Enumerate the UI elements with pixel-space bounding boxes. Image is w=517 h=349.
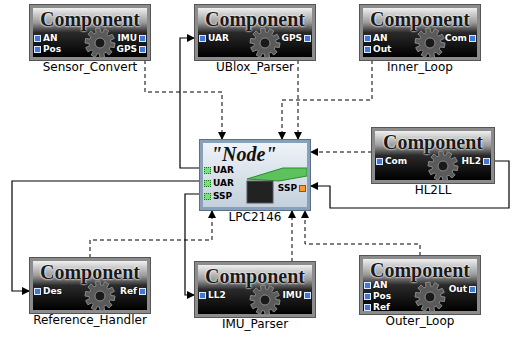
gear-outline [85,281,115,311]
component-title: Component [198,8,312,30]
component-box: ComponentInner_LoopANOutCom [360,5,480,60]
port-connector [12,181,200,291]
port-name: Out [449,284,467,295]
port-name: Pos [43,44,61,55]
port-square [364,35,371,42]
gear-outline [250,28,280,58]
port-square [199,292,206,299]
gear-hub [425,38,435,48]
port-square [469,35,476,42]
node-name: Inner_Loop [387,60,453,74]
port-name: SSP [213,191,232,202]
port-square [34,46,41,53]
port-name: Pos [373,291,391,302]
port-name: UAR [213,178,234,189]
port-square [34,288,41,295]
port-square [364,46,371,53]
port-square [483,158,490,165]
component-box: ComponentReference_HandlerDesRef [30,258,150,313]
port-square [199,35,206,42]
port-name: Com [385,156,407,167]
port-square [469,286,476,293]
port-square [299,185,306,192]
port-name: GPS [117,44,137,55]
port-square [376,158,383,165]
component-box: ComponentIMU_ParserLL2IMU [195,262,315,317]
port-name: Ref [120,286,137,297]
port-square [364,293,371,300]
port-name: Ref [373,302,390,313]
component-title: Component [375,131,491,153]
component-title: Component [33,261,147,283]
component-title: Component [363,259,477,281]
port-square [304,35,311,42]
port-name: UAR [213,165,234,176]
component-box: ComponentUBlox_ParserUARGPS [195,5,315,60]
gear-icon [405,275,455,315]
node-name: Reference_Handler [33,313,147,327]
node-name: Sensor_Convert [43,60,138,74]
deployment-connector [90,210,212,258]
node-name: LPC2146 [229,210,282,224]
port-name: LL2 [208,290,226,301]
component-box: ComponentSensor_ConvertANPosIMUGPS [30,5,150,60]
port-square [204,193,211,200]
port-name: Out [373,44,391,55]
deployment-connector [145,60,222,140]
port-square [364,304,371,311]
node-name: UBlox_Parser [216,60,294,74]
chip-band [247,168,307,181]
gear-outline [250,285,280,315]
port-name: GPS [282,33,302,44]
port-name: Des [43,286,62,297]
port-square [304,292,311,299]
port-square [139,46,146,53]
port-name: UAR [208,33,229,44]
deployment-connector [310,152,372,153]
gear-outline [428,151,458,181]
port-name: AN [373,280,388,291]
gear-hub [260,295,270,305]
node-title: "Node" [211,143,277,165]
gear-outline [415,282,445,312]
deployment-connector [305,210,420,256]
port-square [34,35,41,42]
port-name: Com [445,33,467,44]
port-square [364,282,371,289]
port-name: IMU [282,290,302,301]
port-square [204,167,211,174]
port-square [139,35,146,42]
node-name: Outer_Loop [386,314,455,328]
chip-body [247,181,273,203]
component-title: Component [198,265,312,287]
deployment-connector [282,60,372,140]
component-box: ComponentHL2LLComHL2 [372,128,494,183]
component-title: Component [33,8,147,30]
port-square [139,288,146,295]
gear-hub [260,38,270,48]
gear-hub [95,291,105,301]
port-name: IMU [117,33,137,44]
port-name: SSP [278,183,297,194]
node-name: HL2LL [415,183,452,197]
gear-outline [415,28,445,58]
port-square [204,180,211,187]
port-name: AN [43,33,58,44]
port-name: AN [373,33,388,44]
component-title: Component [363,8,477,30]
gear-hub [95,38,105,48]
gear-hub [425,292,435,302]
deployment-connector [292,210,293,262]
port-name: HL2 [461,156,481,167]
gear-outline [85,28,115,58]
node-name: IMU_Parser [222,317,288,331]
gear-hub [438,161,448,171]
microcontroller-node: "Node"LPC2146UARUARSSPSSP [200,140,310,210]
component-box: ComponentOuter_LoopANPosRefOut [360,256,480,314]
